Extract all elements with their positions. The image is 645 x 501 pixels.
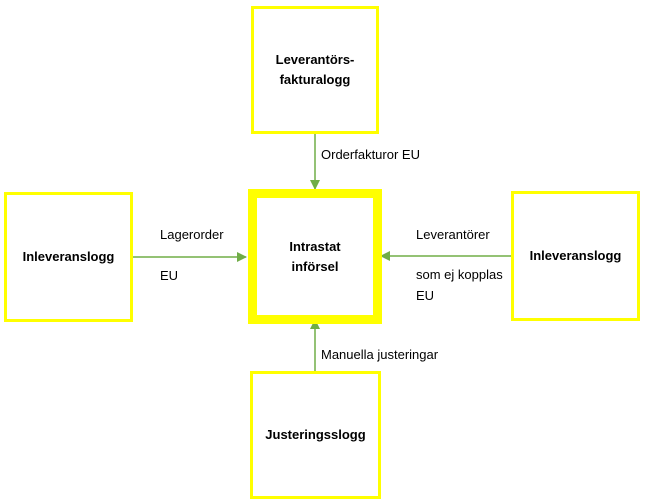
edge-label-top: Orderfakturor EU	[321, 147, 420, 162]
edge-label-right-line3: EU	[416, 288, 435, 303]
edge-label-bottom: Manuella justeringar	[321, 347, 439, 362]
supplier-invoice-log-label: Leverantörs- fakturalogg	[275, 52, 355, 87]
adjustment-log-label: Justeringsslogg	[265, 427, 366, 442]
inbound-log-left-label: Inleveranslogg	[22, 249, 115, 264]
inbound-log-right-label: Inleveranslogg	[529, 248, 622, 263]
intrastat-input-box: Intrastat införsel	[248, 189, 382, 324]
intrastat-input-label: Intrastat införsel	[289, 238, 341, 274]
edge-label-left-line2: EU	[160, 268, 179, 283]
adjustment-log-box: Justeringsslogg	[250, 371, 381, 499]
edge-label-left-line1: Lagerorder	[160, 227, 224, 242]
supplier-invoice-log-box: Leverantörs- fakturalogg	[251, 6, 379, 134]
edge-label-right-line1: Leverantörer	[416, 227, 490, 242]
inbound-log-left-box: Inleveranslogg	[4, 192, 133, 322]
inbound-log-right-box: Inleveranslogg	[511, 191, 640, 321]
edge-label-right-line2: som ej kopplas	[416, 267, 503, 282]
